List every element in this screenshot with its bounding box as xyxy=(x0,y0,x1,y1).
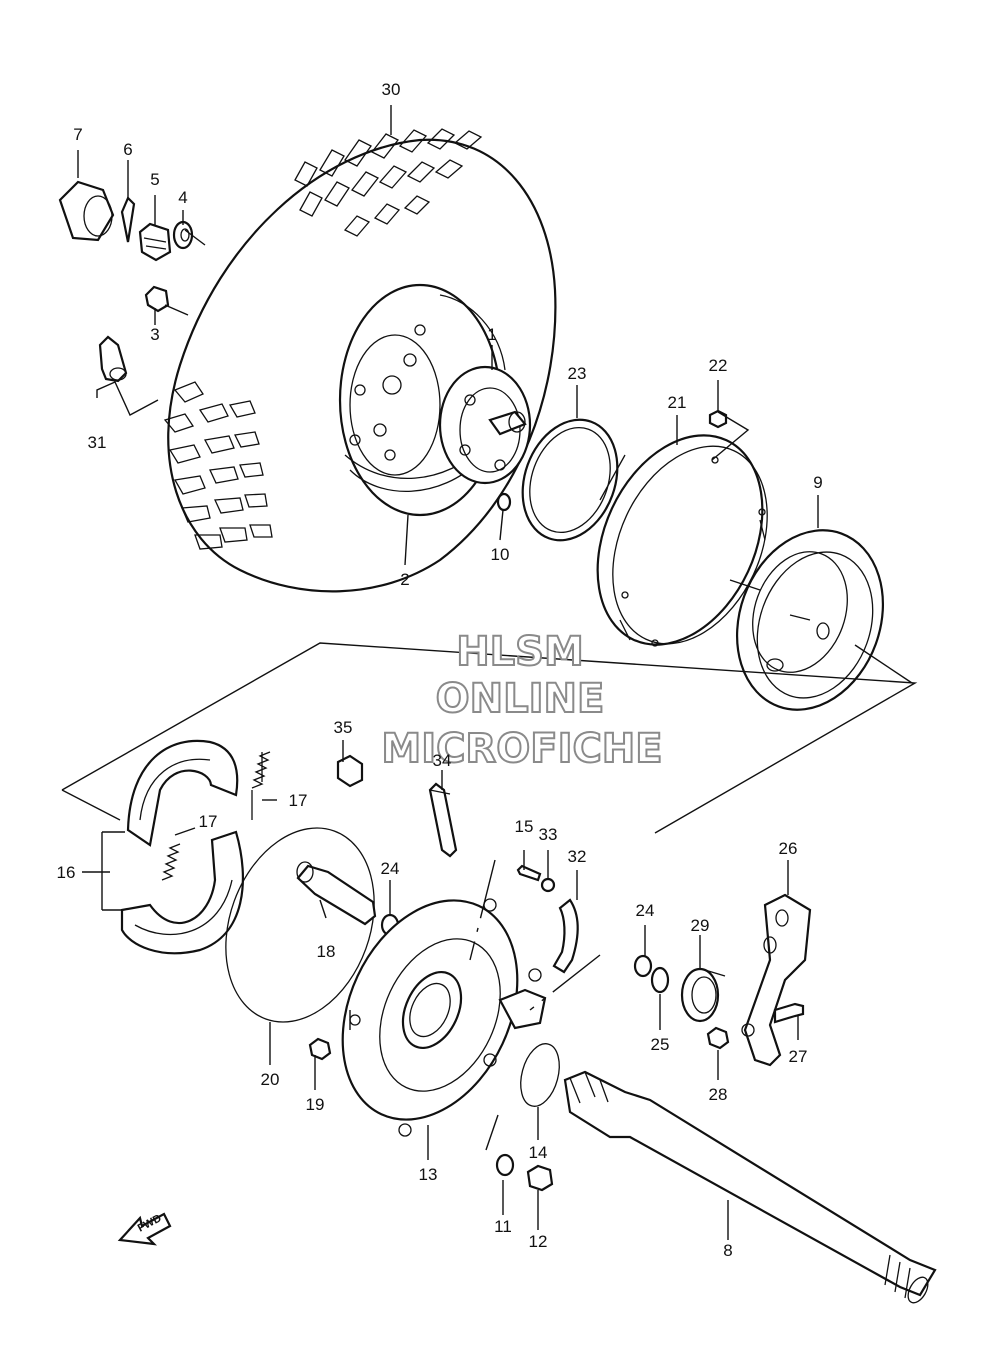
bolt-27[interactable] xyxy=(773,1002,805,1024)
indicator-34[interactable] xyxy=(428,782,458,858)
nut-28[interactable] xyxy=(706,1026,730,1050)
callout-7: 7 xyxy=(73,125,82,144)
castle-nut[interactable] xyxy=(138,222,172,262)
callout-26: 26 xyxy=(779,839,798,858)
callout-3: 3 xyxy=(150,325,159,344)
washer-14[interactable] xyxy=(514,1039,565,1110)
callout-16: 16 xyxy=(57,863,76,882)
callout-32: 32 xyxy=(568,847,587,866)
brake-drum-cover[interactable] xyxy=(566,409,798,672)
spring-29[interactable] xyxy=(680,967,726,1023)
brake-drum[interactable] xyxy=(713,510,907,731)
hose-32[interactable] xyxy=(552,898,579,974)
callout-24a: 24 xyxy=(381,859,400,878)
callout-30: 30 xyxy=(382,80,401,99)
callout-27: 27 xyxy=(789,1047,808,1066)
callout-31: 31 xyxy=(88,433,107,452)
o-ring-24b[interactable] xyxy=(633,954,653,978)
fwd-arrow-icon: FWD xyxy=(117,1212,172,1246)
callout-5: 5 xyxy=(150,170,159,189)
lug-nut[interactable] xyxy=(144,285,170,313)
assembly-outline xyxy=(61,642,918,834)
callout-23: 23 xyxy=(568,364,587,383)
washer-11[interactable] xyxy=(495,1153,515,1177)
callout-2: 2 xyxy=(400,570,409,589)
clamp-33[interactable] xyxy=(540,877,556,893)
leader-lines xyxy=(77,105,913,1240)
spring-17b[interactable] xyxy=(161,843,181,881)
tire[interactable] xyxy=(163,128,557,593)
callout-10: 10 xyxy=(491,545,510,564)
callout-21: 21 xyxy=(668,393,687,412)
callout-18: 18 xyxy=(317,942,336,961)
callout-8: 8 xyxy=(723,1241,732,1260)
callout-9: 9 xyxy=(813,473,822,492)
callout-19: 19 xyxy=(306,1095,325,1114)
wheel-hub[interactable] xyxy=(438,365,532,485)
brake-cam[interactable] xyxy=(296,861,377,926)
callouts: 30 7 6 5 4 3 31 1 2 10 23 21 22 9 35 34 … xyxy=(57,80,823,1260)
bolt-22[interactable] xyxy=(708,409,728,429)
seal-ring[interactable] xyxy=(507,406,634,553)
callout-35: 35 xyxy=(334,718,353,737)
callout-12: 12 xyxy=(529,1232,548,1251)
callout-33: 33 xyxy=(539,825,558,844)
bolt-19[interactable] xyxy=(308,1037,332,1061)
callout-34: 34 xyxy=(433,751,452,770)
callout-28: 28 xyxy=(709,1085,728,1104)
hub-cap[interactable] xyxy=(58,180,115,242)
watermark-line-3: MICROFICHE xyxy=(381,726,662,772)
spring-17a[interactable] xyxy=(251,751,271,820)
cotter-pin[interactable] xyxy=(120,196,136,243)
callout-29: 29 xyxy=(691,916,710,935)
watermark-line-2: ONLINE xyxy=(436,676,605,722)
callout-15: 15 xyxy=(515,817,534,836)
washer-25[interactable] xyxy=(650,966,670,994)
pin-15[interactable] xyxy=(516,864,542,882)
brake-arm[interactable] xyxy=(741,893,812,1067)
brake-shoe-lower[interactable] xyxy=(120,830,245,955)
clip-35[interactable] xyxy=(336,754,364,788)
valve-stem[interactable] xyxy=(98,335,128,383)
callout-17a: 17 xyxy=(289,791,308,810)
callout-1: 1 xyxy=(487,325,496,344)
callout-24b: 24 xyxy=(636,901,655,920)
callout-13: 13 xyxy=(419,1165,438,1184)
callout-25: 25 xyxy=(651,1035,670,1054)
callout-22: 22 xyxy=(709,356,728,375)
bolt-12[interactable] xyxy=(526,1164,554,1192)
brake-panel[interactable] xyxy=(309,872,551,1148)
callout-17b: 17 xyxy=(199,812,218,831)
watermark-line-1: HLSM xyxy=(456,629,584,675)
axle-shaft[interactable] xyxy=(563,1070,937,1306)
callout-11: 11 xyxy=(494,1217,512,1236)
callout-6: 6 xyxy=(123,140,132,159)
callout-4: 4 xyxy=(178,188,187,207)
washer[interactable] xyxy=(172,220,194,250)
callout-20: 20 xyxy=(261,1070,280,1089)
o-ring[interactable] xyxy=(496,492,512,512)
dashed-leaders xyxy=(164,229,601,1151)
brake-shoe-upper[interactable] xyxy=(126,739,239,847)
large-o-ring[interactable] xyxy=(200,807,400,1043)
callout-14: 14 xyxy=(529,1143,548,1162)
